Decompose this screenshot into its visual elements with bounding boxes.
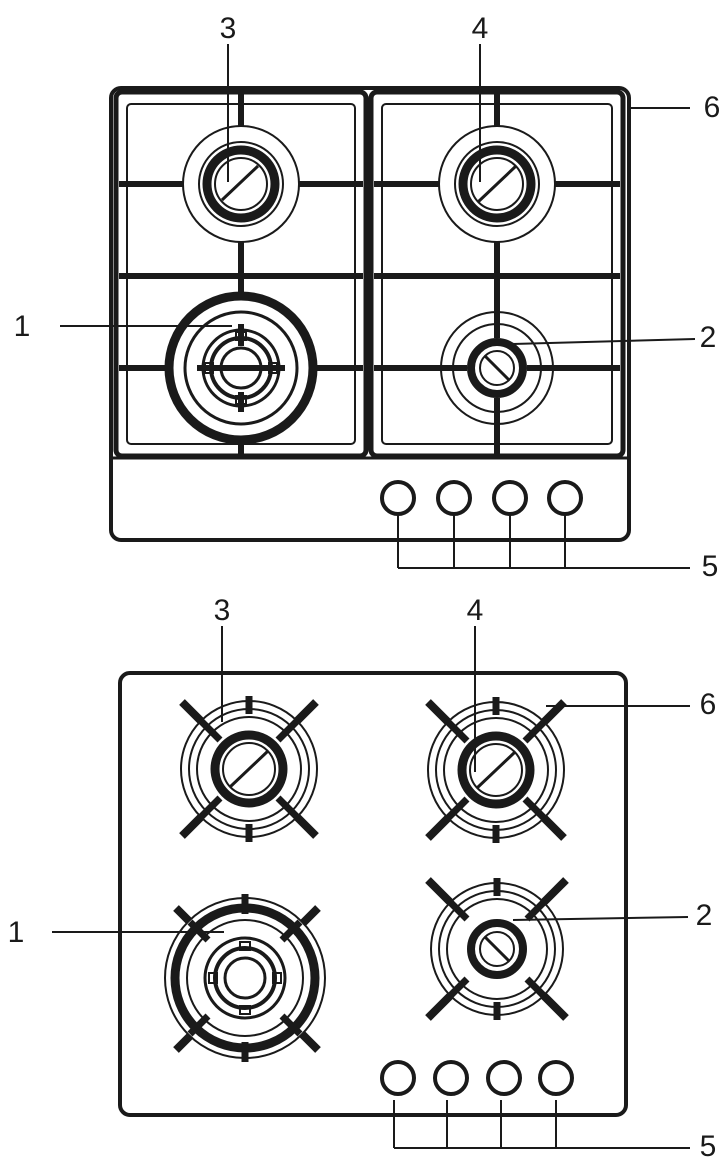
burner-rear-right-b <box>425 697 567 843</box>
callout-3-bottom: 3 <box>214 594 231 627</box>
burner-small <box>440 311 554 425</box>
burner-rear-left <box>182 125 300 243</box>
callout-2-top: 2 <box>700 321 717 354</box>
leader-lines-top <box>60 44 696 569</box>
callout-1-bottom: 1 <box>8 916 25 949</box>
knob-2-b <box>433 1060 469 1096</box>
callout-5-top: 5 <box>702 550 719 583</box>
callout-2-bottom: 2 <box>696 899 713 932</box>
callout-4-top: 4 <box>472 12 489 45</box>
burner-rear-right <box>438 125 556 243</box>
control-knobs <box>380 480 583 516</box>
callout-4-bottom: 4 <box>467 594 484 627</box>
knob-2 <box>436 480 472 516</box>
knob-1-b <box>380 1060 416 1096</box>
burner-large-b <box>164 894 326 1062</box>
burner-large <box>164 291 318 445</box>
hob-with-pan-supports <box>52 626 690 1149</box>
callout-6-top: 6 <box>704 91 721 124</box>
knob-4-b <box>538 1060 574 1096</box>
knob-3 <box>492 480 528 516</box>
callout-5-bottom: 5 <box>700 1130 717 1163</box>
callout-3-top: 3 <box>220 12 237 45</box>
knob-4 <box>547 480 583 516</box>
knob-3-b <box>486 1060 522 1096</box>
callout-6-bottom: 6 <box>700 688 717 721</box>
hob-body <box>109 86 631 542</box>
burner-rear-left-b <box>179 696 319 842</box>
control-knobs-b <box>380 1060 574 1096</box>
hob-with-grates <box>60 44 696 569</box>
callout-1-top: 1 <box>14 310 31 343</box>
hob-glass-panel <box>118 671 628 1117</box>
burner-small-b <box>425 877 569 1021</box>
knob-1 <box>380 480 416 516</box>
leader-lines-bottom <box>52 626 690 1149</box>
